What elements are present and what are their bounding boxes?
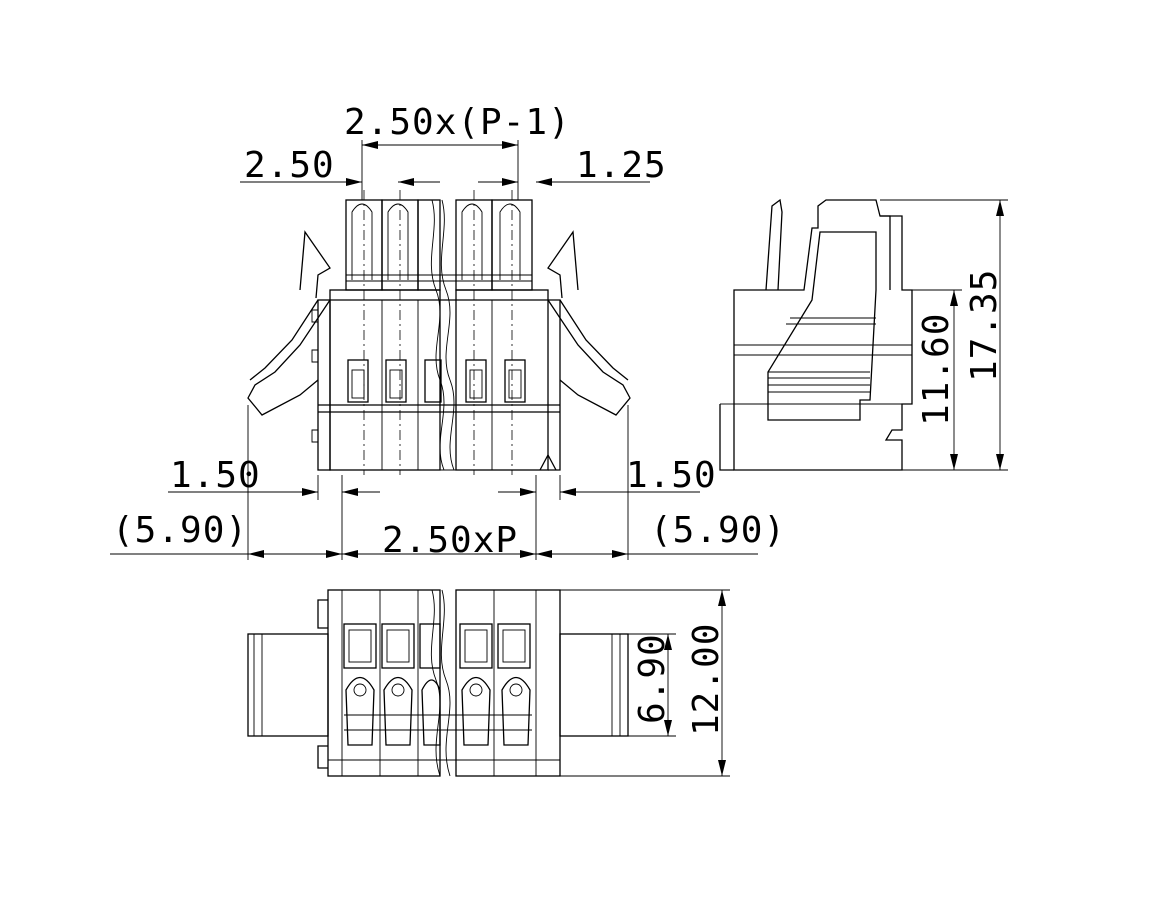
spring-contacts [344,676,532,746]
dim-height-body: 11.60 [916,313,957,426]
right-latch [547,230,631,416]
dim-depth-inner: 6.90 [632,633,673,724]
dim-pitch-span: 2.50x(P-1) [344,102,571,143]
front-dimensions: 2.50x(P-1) 2.50 1.25 1.50 1.50 (5.90) 2.… [110,102,786,561]
front-body [311,289,561,471]
left-latch [247,230,331,416]
pin-tops [345,199,533,291]
dim-overhang-right: (5.90) [650,510,786,551]
dim-height-overall: 17.35 [964,269,1005,382]
top-view [247,589,629,777]
break-line [430,199,445,471]
dim-overhang-left: (5.90) [112,510,248,551]
side-view [719,198,913,471]
front-view [247,190,631,475]
dim-offset-left: 1.50 [170,455,261,496]
dim-body-width: 2.50xP [382,520,518,561]
top-dimensions: 6.90 12.00 [560,589,730,777]
dim-offset-top-right: 1.25 [576,145,667,186]
dim-pitch-left: 2.50 [244,145,335,186]
dim-depth-overall: 12.00 [686,623,727,736]
dim-offset-right: 1.50 [626,455,717,496]
side-dimensions: 11.60 17.35 [880,199,1008,471]
